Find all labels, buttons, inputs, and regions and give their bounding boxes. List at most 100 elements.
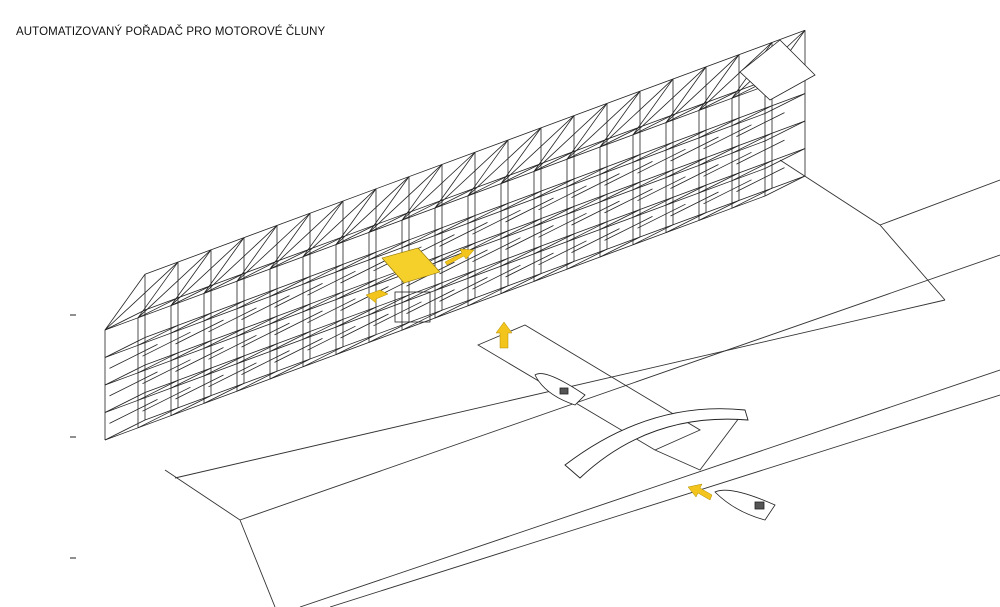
- boat-cradle: [637, 148, 686, 174]
- rack-cross-beam: [764, 148, 806, 169]
- boat-cradle: [736, 139, 785, 165]
- roof-truss: [269, 213, 311, 270]
- roof-diagonal: [566, 90, 641, 160]
- boat-cradle: [736, 167, 785, 192]
- rack-cross-beam: [764, 175, 806, 197]
- rack-cross-beam: [170, 312, 212, 334]
- boat-cradle: [241, 350, 290, 375]
- roof-diagonal: [302, 188, 377, 258]
- rack-cross-beam: [698, 117, 740, 139]
- rack-cross-beam: [269, 248, 311, 270]
- boat-cradle: [472, 264, 521, 290]
- rack-cross-beam: [401, 227, 443, 249]
- boat-cradle: [109, 344, 158, 369]
- boat-cradle: [274, 310, 323, 336]
- roof-diagonal: [401, 151, 476, 221]
- road-edge: [879, 179, 1000, 226]
- roof-diagonal: [698, 42, 773, 111]
- rack-longitudinal-beam: [104, 140, 766, 386]
- roof-truss: [698, 54, 740, 111]
- rack-cross-beam: [698, 90, 740, 111]
- roof-diagonal: [335, 176, 410, 245]
- boat-cradle: [307, 298, 356, 324]
- boat-cradle: [208, 307, 257, 333]
- boat-cradle: [142, 331, 191, 357]
- rack-cross-beam: [434, 187, 476, 209]
- bridge: [564, 408, 749, 479]
- rack-cross-beam: [467, 202, 509, 224]
- rack-cross-beam: [599, 154, 641, 175]
- ground-lines: [164, 159, 1000, 607]
- roof-diagonal: [368, 164, 443, 233]
- boat-cradle: [571, 200, 620, 226]
- rack-cross-beam: [533, 178, 575, 200]
- boat-cradle: [670, 164, 719, 189]
- boat-cradle: [703, 179, 752, 205]
- rack-cross-beam: [335, 224, 377, 245]
- boat-cradle: [505, 225, 554, 250]
- channel-near-edge: [299, 369, 1000, 607]
- rack-cross-beam: [566, 166, 608, 188]
- roof-diagonal: [203, 225, 278, 294]
- boat-cradle: [571, 228, 620, 253]
- roof-diagonal: [104, 261, 179, 331]
- shore-line: [329, 394, 1000, 607]
- boat-cradle: [109, 399, 158, 424]
- rack-cross-beam: [302, 263, 344, 285]
- roof-truss: [137, 261, 179, 319]
- roof-truss: [632, 78, 674, 136]
- rack-cross-beam: [236, 260, 278, 282]
- rack-cross-beam: [599, 126, 641, 148]
- embankment-right: [779, 159, 946, 301]
- rack-cross-beam: [104, 309, 146, 331]
- boat-cradle: [538, 212, 587, 238]
- boat-cradle: [307, 325, 356, 351]
- boat-cradle: [241, 295, 290, 320]
- roof-truss: [599, 91, 641, 148]
- boat-cradle: [406, 289, 455, 314]
- rack-cross-beam: [632, 114, 674, 136]
- lift-carriage: [394, 291, 431, 323]
- boat-cradle: [571, 173, 620, 198]
- boat-cradle: [142, 359, 191, 385]
- rack-cross-beam: [566, 138, 608, 160]
- boat-cradle: [670, 191, 719, 217]
- rack-cross-beam: [665, 102, 707, 123]
- rack-cross-beam: [434, 215, 476, 236]
- roof-diagonal: [632, 66, 707, 136]
- roof-diagonal: [665, 54, 740, 123]
- rack-cross-beam: [500, 190, 542, 212]
- storage-rack-frame: [104, 29, 806, 441]
- rack-cross-beam: [302, 236, 344, 258]
- roof-diagonal: [137, 249, 212, 319]
- boat-cradle: [274, 283, 323, 308]
- boat-cradle: [175, 319, 224, 345]
- boat-cradle: [439, 249, 488, 275]
- boat-arriving: [714, 489, 776, 521]
- rack-cross-beam: [632, 141, 674, 163]
- rack-cross-beam: [236, 288, 278, 310]
- boat-cradle: [439, 277, 488, 302]
- roof-diagonal: [269, 200, 344, 270]
- rack-cross-beam: [137, 324, 179, 346]
- roof-truss: [665, 66, 707, 123]
- rack-cross-beam: [170, 285, 212, 306]
- boat-cradle: [604, 161, 653, 186]
- rack-cross-beam: [368, 212, 410, 233]
- rack-longitudinal-beam: [104, 168, 766, 413]
- roof-diagonal: [170, 237, 245, 306]
- boat-cradle: [340, 313, 389, 339]
- boat-cradle: [340, 258, 389, 284]
- roof-gable: [739, 39, 816, 101]
- roof-diagonal: [467, 127, 542, 197]
- roof-diagonal: [599, 78, 674, 148]
- rack-longitudinal-beam: [144, 65, 806, 311]
- boat-cradle: [538, 185, 587, 211]
- roof-truss: [500, 127, 542, 184]
- roof-truss: [467, 139, 509, 197]
- rack-longitudinal-beam: [144, 148, 806, 393]
- roof-truss: [434, 152, 476, 209]
- boat-cradle: [241, 322, 290, 348]
- dock-basin: [477, 324, 701, 451]
